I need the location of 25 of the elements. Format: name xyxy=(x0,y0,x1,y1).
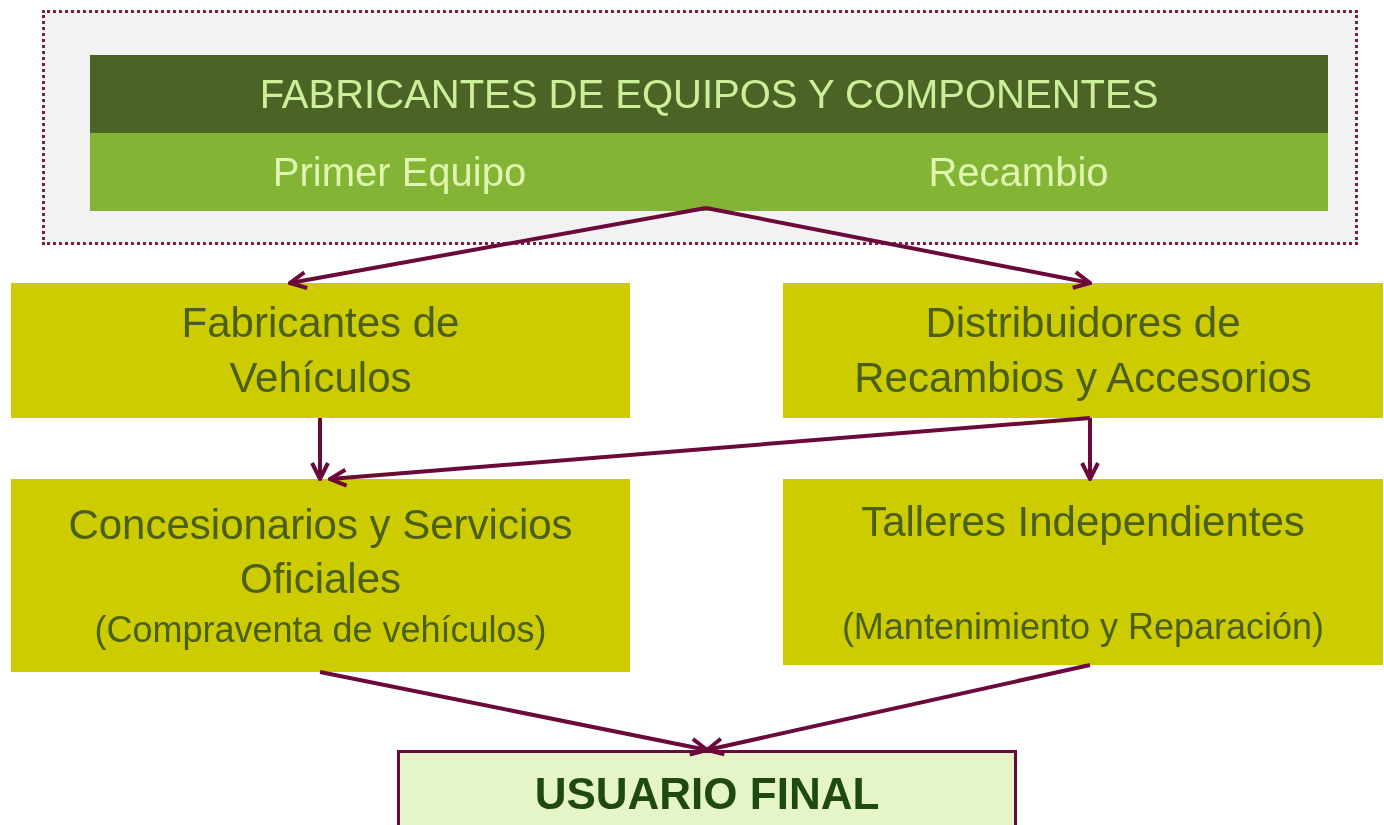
process-box xyxy=(783,283,1383,418)
box-title: USUARIO FINAL xyxy=(534,769,880,820)
header-text: FABRICANTES DE EQUIPOS Y COMPONENTES xyxy=(259,71,1159,117)
category-label: Primer Equipo xyxy=(272,149,527,195)
arrow xyxy=(705,663,1091,757)
arrow xyxy=(1080,418,1100,481)
box-title: Distribuidores de Recambios y Accesorios xyxy=(853,297,1313,403)
box-subtitle: (Compraventa de vehículos) xyxy=(94,607,547,652)
category-bar xyxy=(90,133,1328,211)
process-box xyxy=(11,283,630,418)
process-box xyxy=(11,479,630,672)
arrow xyxy=(319,670,709,757)
arrow xyxy=(328,416,1091,488)
dotted-frame xyxy=(42,10,1358,245)
category-label: Recambio xyxy=(928,149,1109,195)
header-bar xyxy=(90,55,1328,133)
box-subtitle: (Mantenimiento y Reparación) xyxy=(841,605,1325,650)
box-title: Talleres Independientes xyxy=(861,497,1305,547)
arrow xyxy=(288,206,707,291)
final-box xyxy=(397,750,1017,825)
box-title: Fabricantes de Vehículos xyxy=(180,297,461,403)
arrow xyxy=(705,206,1092,290)
process-box xyxy=(783,479,1383,665)
box-title: Concesionarios y Servicios Oficiales xyxy=(67,499,574,605)
arrow xyxy=(310,418,330,481)
